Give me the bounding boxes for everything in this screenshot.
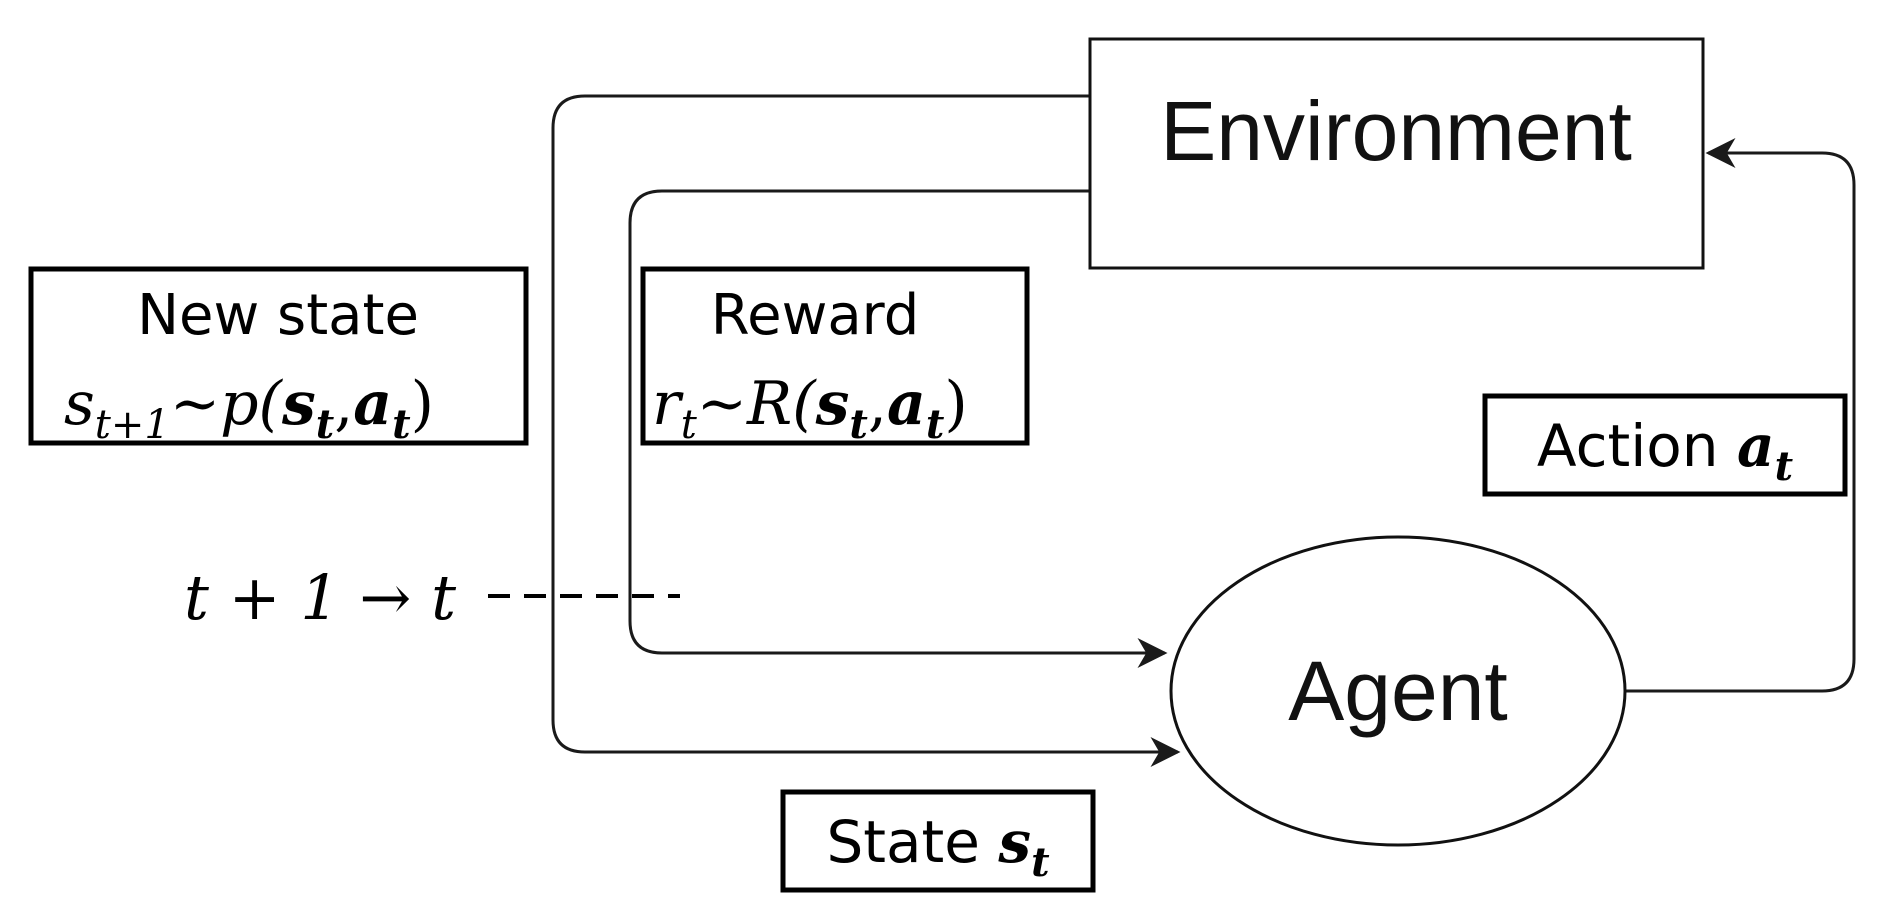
action-connector [1625,138,1856,693]
action-box [1482,393,1848,497]
reward-title: Reward [711,283,920,348]
time-step-label: t + 1 → t [184,561,456,634]
state-box [780,789,1096,893]
environment-box [1088,37,1705,270]
reward-formula: rt~R(st,at) [652,369,968,448]
action-label: Action at [1537,412,1794,490]
agent-ellipse [1169,535,1627,847]
state-feedback-connector [551,94,1181,767]
reward-box [640,266,1030,446]
state-label: State st [826,808,1050,886]
new-state-box [28,266,529,446]
agent-label: Agent [1288,644,1508,738]
environment-label: Environment [1160,84,1632,178]
reward-connector [628,189,1168,668]
new-state-title: New state [137,283,419,348]
new-state-formula: st+1~p(st,at) [64,369,434,448]
